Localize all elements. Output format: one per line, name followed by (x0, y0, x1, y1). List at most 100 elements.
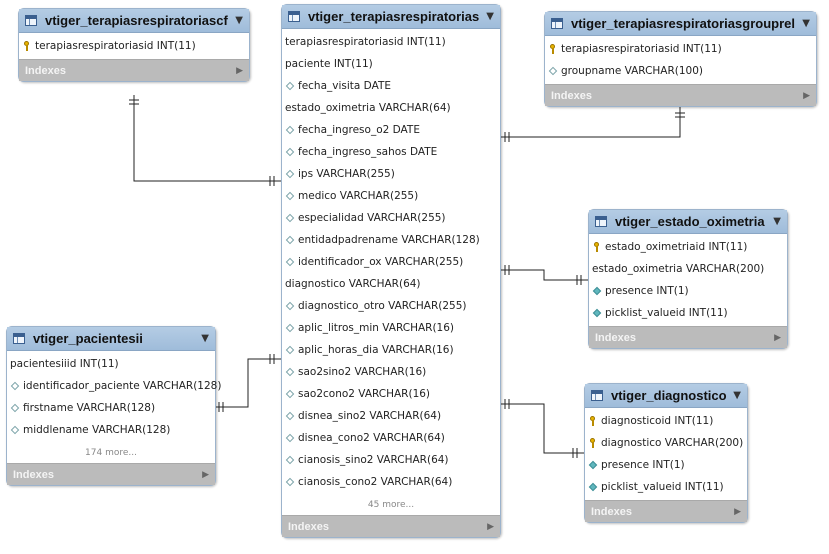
column-row[interactable]: terapiasrespiratoriasid INT(11) (282, 31, 500, 53)
not-null-column-icon (592, 308, 602, 318)
indexes-section[interactable]: Indexes ▶ (589, 326, 787, 348)
column-label: picklist_valueid INT(11) (605, 307, 728, 319)
table-icon (13, 333, 25, 344)
column-icon (285, 235, 295, 245)
table-header[interactable]: vtiger_diagnostico ▼ (585, 384, 747, 408)
column-row[interactable]: fecha_visita DATE (282, 75, 500, 97)
column-row[interactable]: ips VARCHAR(255) (282, 163, 500, 185)
column-icon (285, 323, 295, 333)
column-icon (285, 301, 295, 311)
table-terapiasrespiratoriascf[interactable]: vtiger_terapiasrespiratoriascf ▼ terapia… (18, 8, 250, 82)
table-icon (551, 18, 563, 29)
indexes-section[interactable]: Indexes ▶ (545, 84, 816, 106)
column-row[interactable]: estado_oximetria VARCHAR(200) (589, 258, 787, 280)
column-icon (285, 455, 295, 465)
expand-arrow-icon[interactable]: ▶ (202, 469, 209, 480)
column-row[interactable]: diagnostico_otro VARCHAR(255) (282, 295, 500, 317)
column-icon (285, 411, 295, 421)
column-row[interactable]: estado_oximetriaid INT(11) (589, 236, 787, 258)
collapse-toggle-icon[interactable]: ▼ (733, 390, 741, 401)
column-row[interactable]: diagnosticoid INT(11) (585, 410, 747, 432)
relation-oximetria-main (500, 269, 589, 281)
column-row[interactable]: cianosis_sino2 VARCHAR(64) (282, 449, 500, 471)
column-row[interactable]: groupname VARCHAR(100) (545, 60, 816, 82)
column-row[interactable]: picklist_valueid INT(11) (585, 476, 747, 498)
column-row[interactable]: terapiasrespiratoriasid INT(11) (545, 38, 816, 60)
column-label: diagnosticoid INT(11) (601, 415, 714, 427)
table-header[interactable]: vtiger_terapiasrespiratoriasgrouprel ▼ (545, 12, 816, 36)
column-row[interactable]: entidadpadrename VARCHAR(128) (282, 229, 500, 251)
table-header[interactable]: vtiger_terapiasrespiratoriascf ▼ (19, 9, 249, 33)
indexes-section[interactable]: Indexes ▶ (7, 463, 215, 485)
column-row[interactable]: diagnostico VARCHAR(64) (282, 273, 500, 295)
column-row[interactable]: paciente INT(11) (282, 53, 500, 75)
column-label: diagnostico VARCHAR(64) (285, 278, 421, 290)
column-row[interactable]: presence INT(1) (585, 454, 747, 476)
relation-cf-main (133, 95, 282, 182)
column-icon (285, 81, 295, 91)
column-row[interactable]: pacientesiiid INT(11) (7, 353, 215, 375)
column-label: picklist_valueid INT(11) (601, 481, 724, 493)
column-icon (10, 403, 20, 413)
column-row[interactable]: disnea_sino2 VARCHAR(64) (282, 405, 500, 427)
column-row[interactable]: diagnostico VARCHAR(200) (585, 432, 747, 454)
column-row[interactable]: aplic_horas_dia VARCHAR(16) (282, 339, 500, 361)
column-row[interactable]: disnea_cono2 VARCHAR(64) (282, 427, 500, 449)
table-terapiasrespiratorias[interactable]: vtiger_terapiasrespiratorias ▼ terapiasr… (281, 4, 501, 538)
expand-arrow-icon[interactable]: ▶ (236, 65, 243, 76)
table-header[interactable]: vtiger_terapiasrespiratorias ▼ (282, 5, 500, 29)
table-pacientesii[interactable]: vtiger_pacientesii ▼ pacientesiiid INT(1… (6, 326, 221, 486)
table-diagnostico[interactable]: vtiger_diagnostico ▼ diagnosticoid INT(1… (584, 383, 748, 523)
table-header[interactable]: vtiger_pacientesii ▼ (7, 327, 215, 351)
more-columns-indicator[interactable]: 45 more... (367, 500, 415, 510)
column-label: presence INT(1) (601, 459, 685, 471)
expand-arrow-icon[interactable]: ▶ (774, 332, 781, 343)
column-row[interactable]: medico VARCHAR(255) (282, 185, 500, 207)
expand-arrow-icon[interactable]: ▶ (734, 506, 741, 517)
collapse-toggle-icon[interactable]: ▼ (235, 15, 243, 26)
table-icon (25, 15, 37, 26)
indexes-section[interactable]: Indexes ▶ (19, 59, 249, 81)
column-row[interactable]: sao2sino2 VARCHAR(16) (282, 361, 500, 383)
column-row[interactable]: fecha_ingreso_o2 DATE (282, 119, 500, 141)
expand-arrow-icon[interactable]: ▶ (803, 90, 810, 101)
indexes-label: Indexes (595, 331, 636, 344)
column-row[interactable]: cianosis_cono2 VARCHAR(64) (282, 471, 500, 493)
column-label: groupname VARCHAR(100) (561, 65, 704, 77)
column-row[interactable]: terapiasrespiratoriasid INT(11) (19, 35, 249, 57)
column-row[interactable]: picklist_valueid INT(11) (589, 302, 787, 324)
column-label: firstname VARCHAR(128) (23, 402, 156, 414)
table-estado-oximetria[interactable]: vtiger_estado_oximetria ▼ estado_oximetr… (588, 209, 788, 349)
column-row[interactable]: presence INT(1) (589, 280, 787, 302)
table-icon (591, 390, 603, 401)
indexes-section[interactable]: Indexes ▶ (282, 515, 500, 537)
column-row[interactable]: firstname VARCHAR(128) (7, 397, 215, 419)
column-icon (285, 257, 295, 267)
column-icon (285, 169, 295, 179)
column-row[interactable]: aplic_litros_min VARCHAR(16) (282, 317, 500, 339)
collapse-toggle-icon[interactable]: ▼ (201, 333, 209, 344)
indexes-section[interactable]: Indexes ▶ (585, 500, 747, 522)
column-row[interactable]: identificador_paciente VARCHAR(128) (7, 375, 221, 397)
column-icon (285, 367, 295, 377)
indexes-label: Indexes (13, 468, 54, 481)
column-label: presence INT(1) (605, 285, 689, 297)
column-label: pacientesiiid INT(11) (10, 358, 119, 370)
more-columns-indicator[interactable]: 174 more... (85, 448, 137, 458)
collapse-toggle-icon[interactable]: ▼ (773, 216, 781, 227)
column-row[interactable]: middlename VARCHAR(128) (7, 419, 215, 441)
table-terapiasrespiratoriasgrouprel[interactable]: vtiger_terapiasrespiratoriasgrouprel ▼ t… (544, 11, 817, 107)
column-list: estado_oximetriaid INT(11)estado_oximetr… (589, 234, 787, 326)
column-icon (285, 125, 295, 135)
column-row[interactable]: fecha_ingreso_sahos DATE (282, 141, 500, 163)
column-row[interactable]: estado_oximetria VARCHAR(64) (282, 97, 500, 119)
collapse-toggle-icon[interactable]: ▼ (802, 18, 810, 29)
column-row[interactable]: sao2cono2 VARCHAR(16) (282, 383, 500, 405)
primary-key-icon (588, 438, 598, 448)
column-row[interactable]: identificador_ox VARCHAR(255) (282, 251, 500, 273)
column-row[interactable]: especialidad VARCHAR(255) (282, 207, 500, 229)
column-label: identificador_ox VARCHAR(255) (298, 256, 464, 268)
expand-arrow-icon[interactable]: ▶ (487, 521, 494, 532)
table-header[interactable]: vtiger_estado_oximetria ▼ (589, 210, 787, 234)
collapse-toggle-icon[interactable]: ▼ (486, 11, 494, 22)
